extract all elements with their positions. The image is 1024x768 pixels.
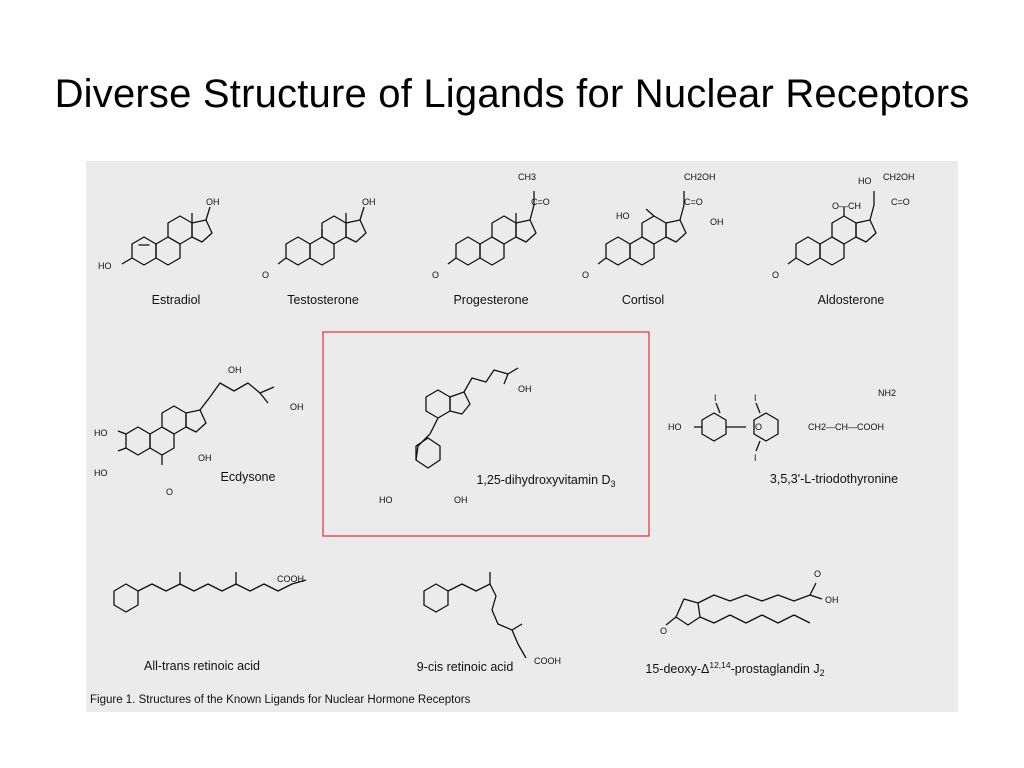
t3-i2-label: I (754, 393, 757, 403)
estradiol-structure (121, 206, 213, 266)
progesterone-co-label: C=O (531, 197, 550, 207)
compound-label-testosterone: Testosterone (287, 293, 359, 307)
progesterone-ch3-label: CH3 (518, 172, 536, 182)
testosterone-structure (277, 206, 367, 266)
estradiol-oh-label: OH (206, 197, 220, 207)
compound-label-vitamin-d3: 1,25-dihydroxyvitamin D3 (476, 473, 615, 489)
aldosterone-co-label: C=O (891, 197, 910, 207)
9cis-cooh-label: COOH (534, 656, 561, 666)
testosterone-oh-label: OH (362, 197, 376, 207)
t3-ho-label: HO (668, 422, 682, 432)
compound-label-cortisol: Cortisol (622, 293, 664, 307)
cortisol-ch2oh-label: CH2OH (684, 172, 716, 182)
progesterone-o-label: O (432, 270, 439, 280)
pgj2-o-top-label: O (814, 569, 821, 579)
ecdysone-oh-c25-label: OH (290, 402, 304, 412)
progesterone-structure (447, 191, 537, 266)
compound-label-ecdysone: Ecdysone (221, 470, 276, 484)
compound-label-triiodothyronine: 3,5,3'-L-triodothyronine (770, 472, 898, 486)
compound-label-aldosterone: Aldosterone (818, 293, 885, 307)
compound-label-all-trans-retinoic-acid: All-trans retinoic acid (144, 659, 260, 673)
vitamin-d3-oh-bottom-label: OH (454, 495, 468, 505)
t3-o-label: O (755, 422, 762, 432)
pgj2-oh-label: OH (825, 595, 839, 605)
ligand-structures-figure: HO OH Estradiol O OH Testosterone O CH3 … (86, 161, 958, 712)
ecdysone-ho1-label: HO (94, 428, 108, 438)
pgj2-o-ring-label: O (660, 626, 667, 636)
figure-caption: Figure 1. Structures of the Known Ligand… (90, 694, 471, 706)
atra-cooh-label: COOH (277, 574, 304, 584)
cortisol-co-label: C=O (684, 197, 703, 207)
ecdysone-o-label: O (166, 487, 173, 497)
aldosterone-och-label: O—CH (832, 201, 861, 211)
t3-i1-label: I (714, 393, 717, 403)
cortisol-structure (597, 191, 687, 266)
t3-chain-label: CH2—CH—COOH (808, 422, 884, 432)
ecdysone-ho2-label: HO (94, 468, 108, 478)
triiodothyronine-structure (694, 402, 779, 452)
t3-nh2-label: NH2 (878, 388, 896, 398)
ecdysone-oh-c22-label: OH (228, 365, 242, 375)
all-trans-retinoic-acid-structure (113, 572, 307, 613)
slide-title: Diverse Structure of Ligands for Nuclear… (54, 72, 970, 116)
compound-label-estradiol: Estradiol (152, 293, 201, 307)
aldosterone-ho-label: HO (858, 176, 872, 186)
cortisol-ho-label: HO (616, 211, 630, 221)
ecdysone-oh-c14-label: OH (198, 453, 212, 463)
vitamin-d3-oh-top-label: OH (518, 384, 532, 394)
9-cis-retinoic-acid-structure (423, 572, 527, 659)
estradiol-ho-label: HO (98, 261, 112, 271)
cortisol-oh-label: OH (710, 217, 724, 227)
compound-label-prostaglandin-j2: 15-deoxy-Δ12,14-prostaglandin J2 (645, 660, 824, 678)
testosterone-o-label: O (262, 270, 269, 280)
vitamin-d3-structure (415, 367, 519, 469)
vitamin-d3-ho-label: HO (379, 495, 393, 505)
ecdysone-structure (117, 382, 275, 465)
aldosterone-structure (787, 191, 877, 266)
t3-i3-label: I (754, 453, 757, 463)
highlight-box (322, 331, 650, 537)
cortisol-o-label: O (582, 270, 589, 280)
aldosterone-o-label: O (772, 270, 779, 280)
compound-label-progesterone: Progesterone (453, 293, 528, 307)
compound-label-9-cis-retinoic-acid: 9-cis retinoic acid (417, 660, 514, 674)
aldosterone-ch2oh-label: CH2OH (883, 172, 915, 182)
prostaglandin-j2-structure (665, 582, 823, 626)
